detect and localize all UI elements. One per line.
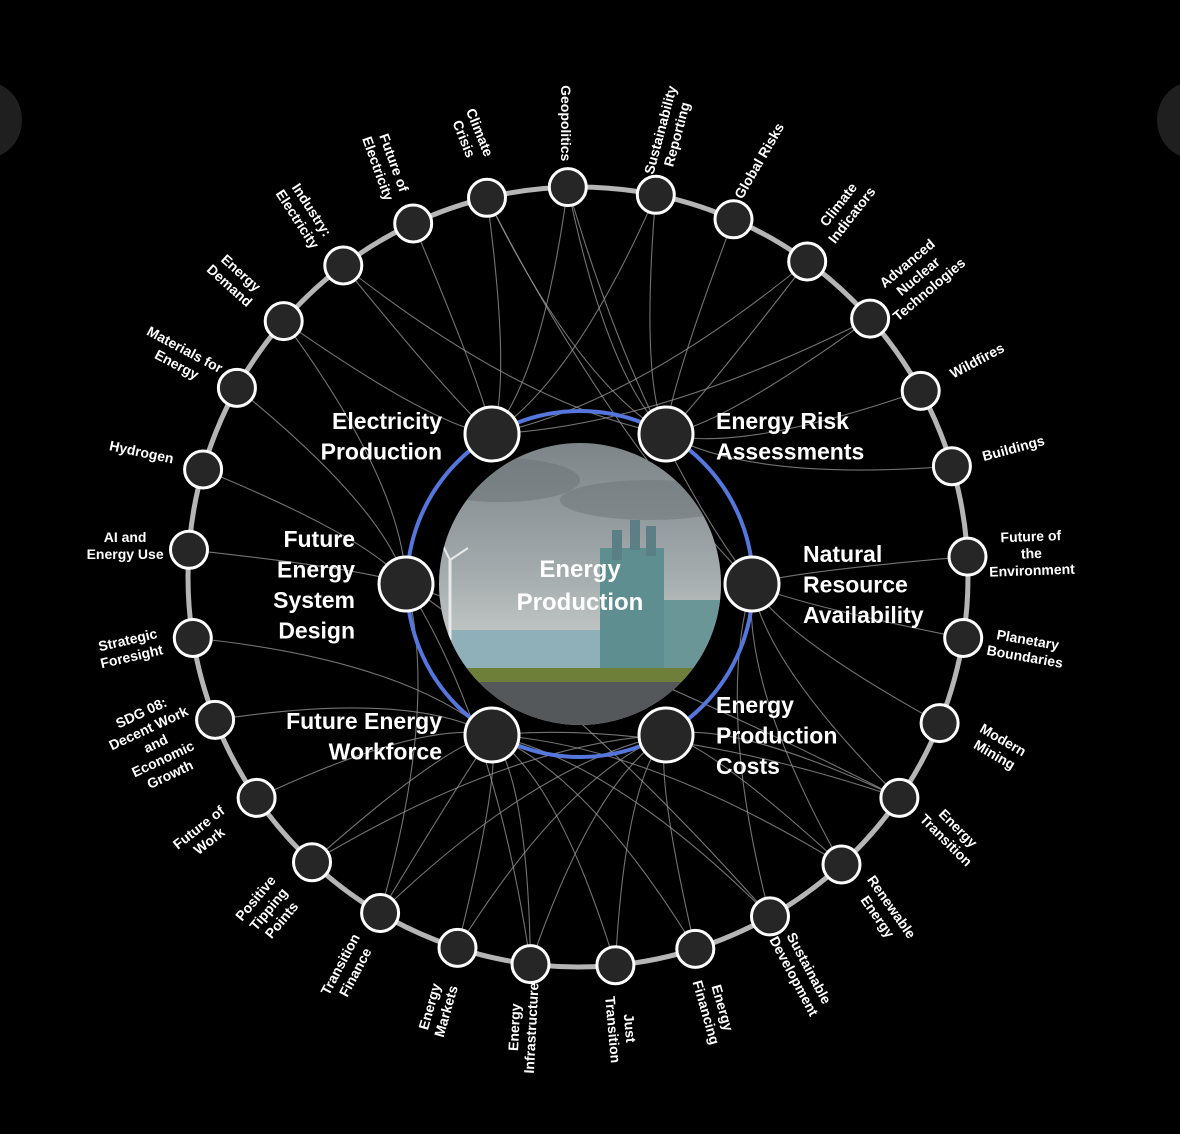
outer-label-ef: EnergyFinancing (690, 974, 740, 1047)
link-em-epc (457, 734, 667, 949)
link-ci-ep (491, 261, 808, 435)
outer-node-ptp[interactable] (292, 842, 332, 883)
outer-node-foel[interactable] (393, 203, 434, 244)
outer-label-sd: SustainableDevelopment (766, 926, 837, 1019)
link-sd-few (491, 734, 771, 917)
outer-label-pb: PlanetaryBoundaries (986, 625, 1068, 671)
inner-node-fesd[interactable] (377, 555, 435, 613)
outer-node-sdg[interactable] (195, 699, 236, 740)
link-ei-epc (529, 734, 667, 965)
outer-node-sf[interactable] (172, 618, 213, 658)
link-sd-nra (736, 583, 771, 917)
outer-node-foe[interactable] (947, 536, 988, 577)
outer-node-em[interactable] (437, 927, 478, 968)
link-foel-ep (412, 223, 493, 435)
outer-node-ef[interactable] (675, 928, 716, 969)
outer-label-gr: Global Risks (731, 120, 787, 202)
link-re-few (491, 734, 842, 865)
link-jt-few (491, 734, 616, 966)
outer-node-re[interactable] (821, 844, 862, 885)
inner-node-era[interactable] (637, 405, 695, 463)
outer-node-ai[interactable] (169, 529, 209, 570)
link-ptp-epc (311, 734, 667, 863)
outer-label-ed: EnergyDemand (204, 248, 267, 309)
outer-label-mfe: Materials forEnergy (136, 323, 225, 391)
outer-node-et[interactable] (879, 777, 920, 818)
outer-label-foel: Future ofElectricity (359, 128, 413, 202)
outer-node-ant[interactable] (850, 298, 891, 339)
inner-node-epc[interactable] (637, 706, 695, 764)
outer-node-bld[interactable] (931, 446, 972, 487)
outer-label-ci: ClimateIndicators (811, 173, 878, 246)
outer-node-jt[interactable] (595, 945, 636, 986)
outer-node-ei[interactable] (510, 944, 551, 985)
link-sr-ep (491, 194, 657, 435)
outer-node-tf[interactable] (360, 893, 401, 933)
outer-label-re: RenewableEnergy (850, 872, 919, 951)
outer-label-et: EnergyTransition (917, 799, 988, 870)
outer-node-gr[interactable] (713, 199, 754, 240)
link-ant-ep (491, 318, 871, 435)
outer-node-ed[interactable] (263, 301, 304, 342)
link-cc-ep (486, 197, 502, 435)
outer-node-cc[interactable] (467, 177, 507, 218)
link-tf-epc (379, 734, 667, 914)
outer-label-sdg: SDG 08:Decent WorkandEconomicGrowth (99, 687, 212, 799)
link-ef-few (491, 734, 696, 950)
outer-label-em: EnergyMarkets (415, 979, 461, 1039)
outer-label-sf: StrategicForesight (95, 625, 165, 672)
outer-label-ptp: PositiveTippingPoints (232, 872, 305, 945)
outer-node-sd[interactable] (750, 896, 790, 937)
outer-label-fow: Future ofWork (170, 802, 238, 866)
outer-node-mm[interactable] (919, 703, 960, 744)
link-ie-era (342, 265, 667, 435)
outer-node-mfe[interactable] (216, 367, 257, 408)
link-jt-epc (614, 734, 667, 966)
outer-node-ie[interactable] (323, 245, 364, 286)
outer-node-sr[interactable] (635, 174, 676, 215)
link-sr-era (649, 194, 667, 435)
outer-label-hyd: Hydrogen (108, 437, 175, 466)
outer-node-ci[interactable] (787, 241, 828, 282)
inner-node-nra[interactable] (723, 555, 781, 613)
link-ef-epc (663, 734, 696, 950)
outer-label-mm: ModernMining (969, 720, 1029, 774)
link-geo-nra (567, 186, 753, 585)
outer-label-ei: EnergyInfrastructure (504, 981, 542, 1074)
outer-node-hyd[interactable] (183, 449, 224, 490)
center-photo-power-plant (439, 443, 721, 725)
link-geo-era (567, 186, 667, 435)
outer-label-jt: JustTransition (602, 994, 641, 1064)
outer-label-bld: Buildings (980, 432, 1046, 464)
outer-node-wf[interactable] (900, 370, 941, 411)
outer-node-pb[interactable] (943, 618, 984, 658)
outer-label-foe: Future oftheEnvironment (988, 527, 1076, 580)
outer-label-sr: SustainabilityReporting (641, 84, 696, 181)
outer-label-cc: ClimateCrisis (447, 106, 497, 165)
outer-label-geo: Geopolitics (558, 85, 574, 161)
link-tf-fesd (379, 583, 419, 914)
link-gr-era (665, 219, 735, 435)
outer-label-wf: Wildfires (947, 339, 1007, 381)
next-arrow-button[interactable] (1157, 82, 1180, 158)
inner-node-ep[interactable] (463, 405, 521, 463)
outer-label-ie: Industry:Electricity (273, 177, 337, 251)
outer-label-tf: TransitionFinance (317, 931, 378, 1006)
inner-node-few[interactable] (463, 706, 521, 764)
previous-arrow-button[interactable] (0, 82, 22, 158)
outer-node-fow[interactable] (236, 777, 277, 818)
link-geo-ep (491, 187, 569, 435)
outer-node-geo[interactable] (547, 167, 588, 208)
